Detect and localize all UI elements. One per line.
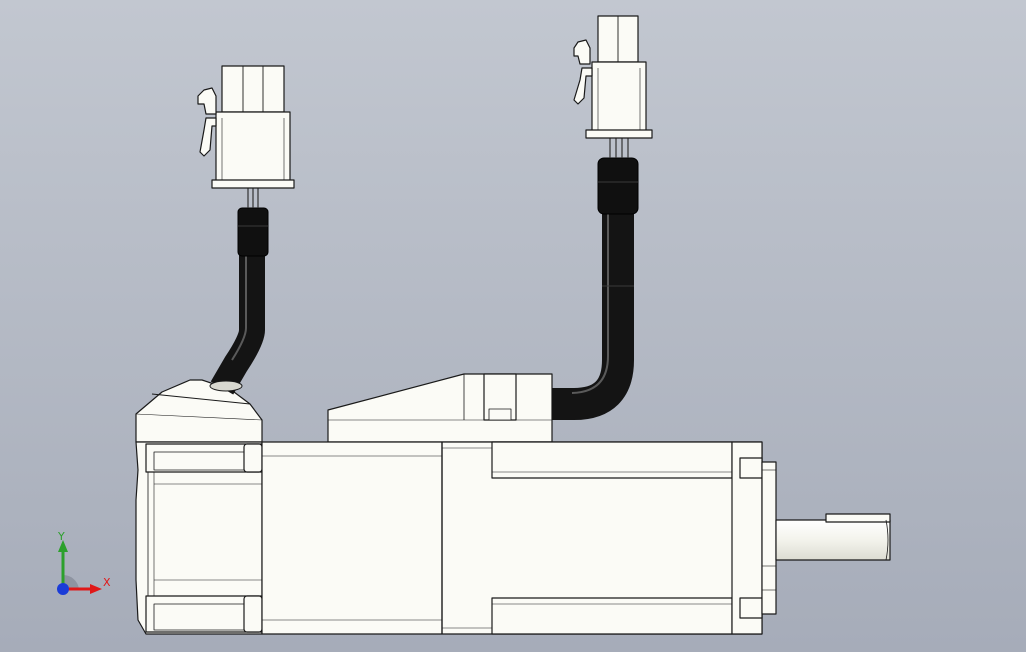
flange-face [761, 461, 777, 615]
encoder-plug-latch-hook [197, 87, 217, 115]
cover-rib-top-inner [153, 451, 245, 471]
power-cable-sheath [552, 210, 634, 420]
encoder-cable[interactable] [209, 188, 269, 395]
encoder-plug-base [211, 179, 295, 189]
triad-arrow-y [58, 540, 68, 552]
encoder-cable-highlight [231, 232, 247, 361]
power-plug-latch[interactable] [573, 67, 593, 105]
flange-tab-top [739, 457, 763, 479]
cover-band [243, 595, 263, 633]
triad-origin [57, 583, 69, 595]
encoder-cable-ring [209, 380, 243, 392]
cover-band [243, 443, 263, 473]
output-shaft[interactable] [775, 519, 891, 561]
cable-boss-slot [488, 408, 512, 421]
power-plug-connector[interactable] [573, 15, 653, 139]
servo-motor[interactable] [135, 373, 891, 635]
power-plug-body [591, 61, 647, 135]
encoder-plug-connector[interactable] [197, 65, 295, 189]
triad-graphic [57, 540, 102, 595]
encoder-cable-sheath [210, 232, 265, 395]
flange-tab-bottom [739, 597, 763, 619]
shaft-key [825, 513, 891, 523]
cover-rib-bottom-inner [153, 603, 245, 631]
power-plug-base [585, 129, 653, 139]
encoder-cable-boot [237, 207, 269, 257]
power-cable[interactable] [552, 136, 639, 420]
shaft-chamfer [885, 519, 889, 561]
encoder-plug-pin-housing [221, 65, 285, 113]
housing-edge [135, 413, 263, 421]
power-cable-boot [597, 157, 639, 215]
body-rib-bottom [491, 597, 733, 635]
power-plug-latch-hook [573, 39, 591, 65]
coordinate-triad-icon[interactable]: Y X [44, 528, 124, 608]
housing-edge [151, 393, 251, 405]
triad-x-label: X [103, 576, 111, 589]
triad-y-label: Y [58, 530, 65, 543]
body-rib-top [491, 441, 733, 479]
encoder-plug-body [215, 111, 291, 185]
power-cable-highlight [571, 214, 609, 394]
triad-arrow-x [90, 584, 102, 594]
encoder-plug-latch[interactable] [199, 117, 217, 157]
